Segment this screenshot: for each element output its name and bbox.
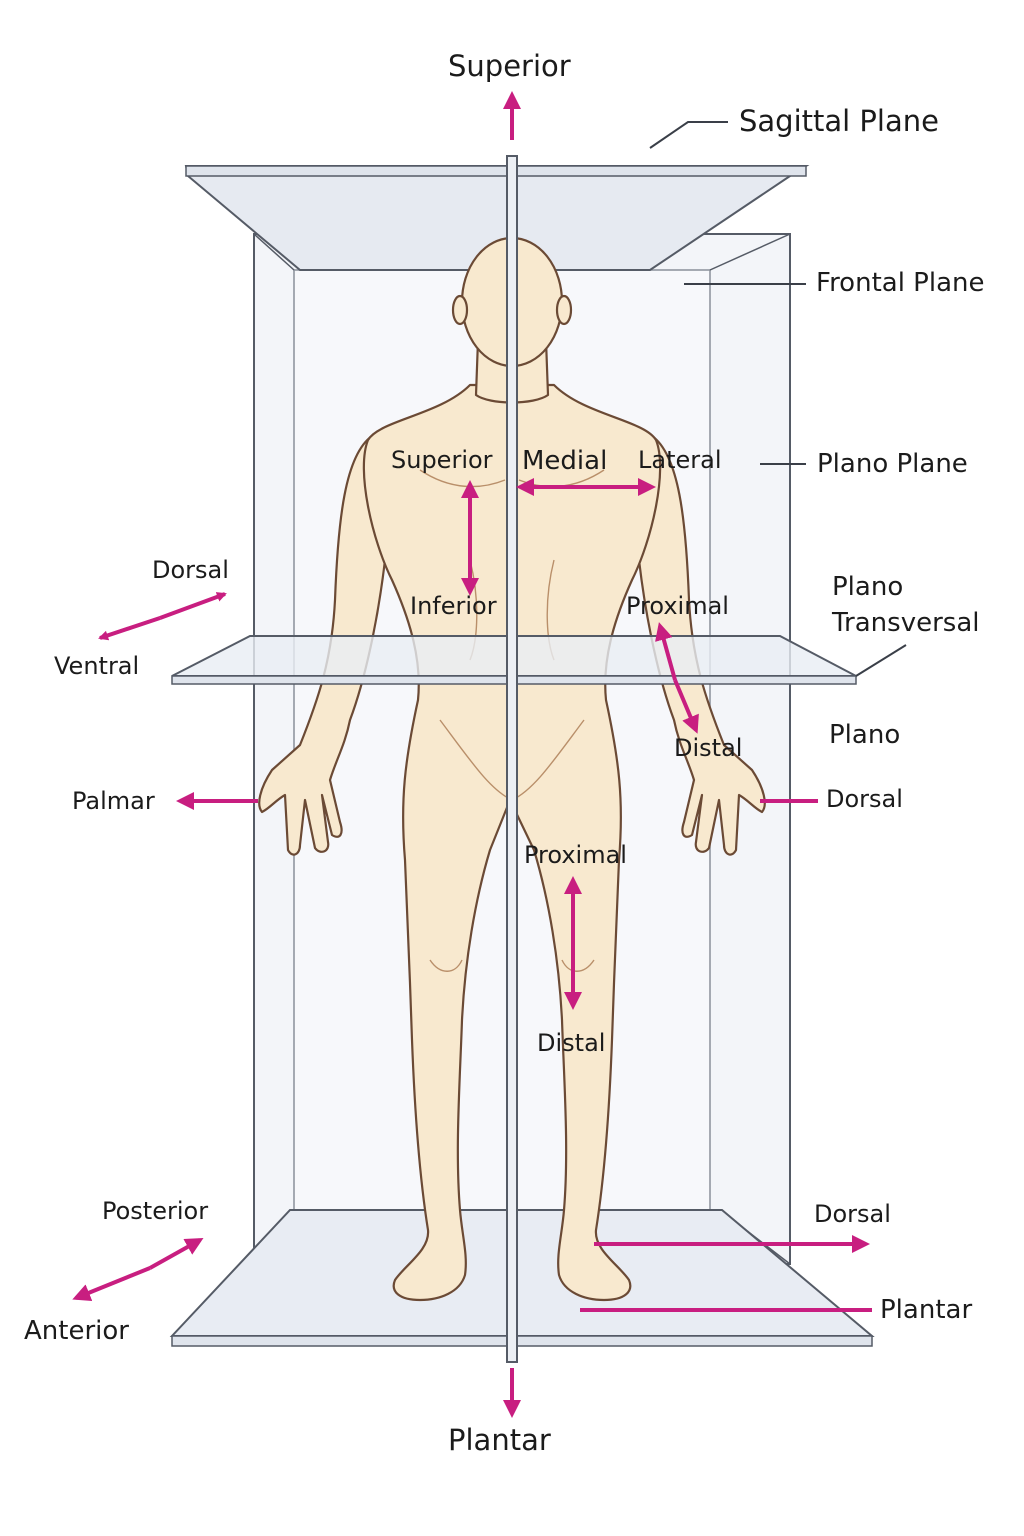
label-chest-inferior: Inferior — [410, 592, 497, 620]
label-chest-superior: Superior — [391, 446, 493, 474]
label-anterior: Anterior — [24, 1316, 129, 1346]
label-lateral: Lateral — [638, 446, 722, 474]
label-leg-proximal: Proximal — [524, 841, 627, 869]
label-frontal-plane: Frontal Plane — [816, 268, 985, 298]
label-arm-proximal: Proximal — [626, 592, 729, 620]
label-plano-transversal-line1: Plano — [832, 572, 904, 602]
label-arm-distal: Distal — [674, 734, 743, 762]
label-hand-dorsal: Dorsal — [826, 785, 903, 813]
direction-arrows — [72, 91, 872, 1418]
top-plane — [184, 165, 810, 271]
bottom-plane — [169, 1209, 875, 1347]
label-medial: Medial — [522, 446, 608, 476]
label-posterior: Posterior — [102, 1197, 209, 1225]
label-left-ventral: Ventral — [54, 652, 140, 680]
label-foot-plantar: Plantar — [880, 1295, 973, 1325]
label-plano: Plano — [829, 720, 901, 750]
label-top-superior: Superior — [448, 49, 571, 83]
leader-lines — [649, 121, 907, 677]
label-sagittal-plane: Sagittal Plane — [739, 104, 939, 138]
label-left-dorsal: Dorsal — [152, 556, 229, 584]
label-palmar: Palmar — [72, 787, 155, 815]
label-leg-distal: Distal — [537, 1029, 606, 1057]
sagittal-pole — [506, 155, 518, 1363]
label-plano-transversal-line2: Transversal — [832, 608, 980, 638]
label-bottom-plantar: Plantar — [448, 1423, 551, 1457]
label-plano-plane: Plano Plane — [817, 449, 968, 479]
label-foot-dorsal: Dorsal — [814, 1200, 891, 1228]
